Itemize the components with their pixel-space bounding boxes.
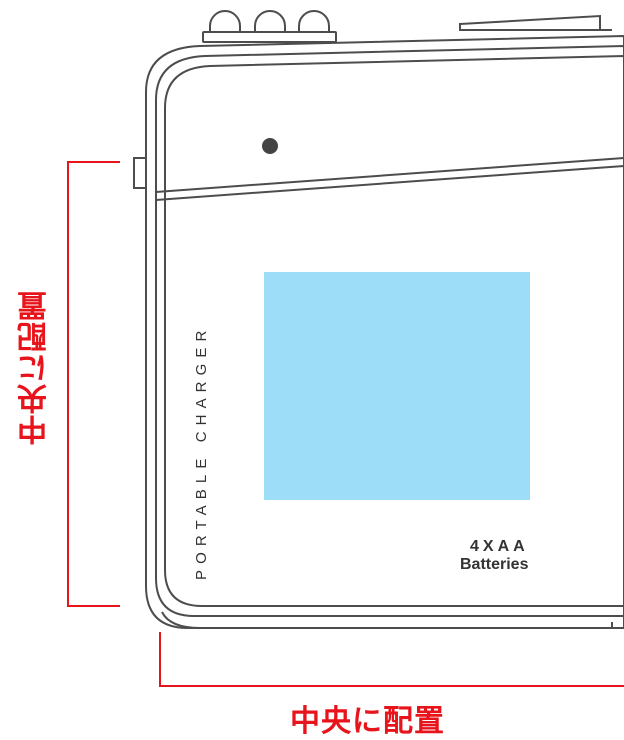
vertical-center-label: 中央に配置: [18, 290, 53, 445]
print-area: [264, 272, 530, 500]
top-clip: [459, 14, 612, 31]
battery-count: 4XAA: [470, 538, 529, 555]
horizontal-dimension-bracket: [159, 632, 624, 687]
horizontal-center-label: 中央に配置: [290, 704, 445, 739]
indicator-led-icon: [262, 138, 278, 154]
panel-divider: [155, 157, 624, 201]
vertical-dimension-bracket: [67, 161, 120, 607]
top-button-2: [254, 10, 286, 33]
brand-text: PORTABLE CHARGER: [193, 324, 210, 580]
top-button-3: [298, 10, 330, 33]
top-button-1: [209, 10, 241, 33]
device-bottom-lip: [161, 611, 613, 629]
battery-word: Batteries: [460, 556, 529, 573]
top-buttons: [202, 10, 337, 43]
top-button-base: [202, 31, 337, 43]
side-switch: [133, 157, 147, 189]
